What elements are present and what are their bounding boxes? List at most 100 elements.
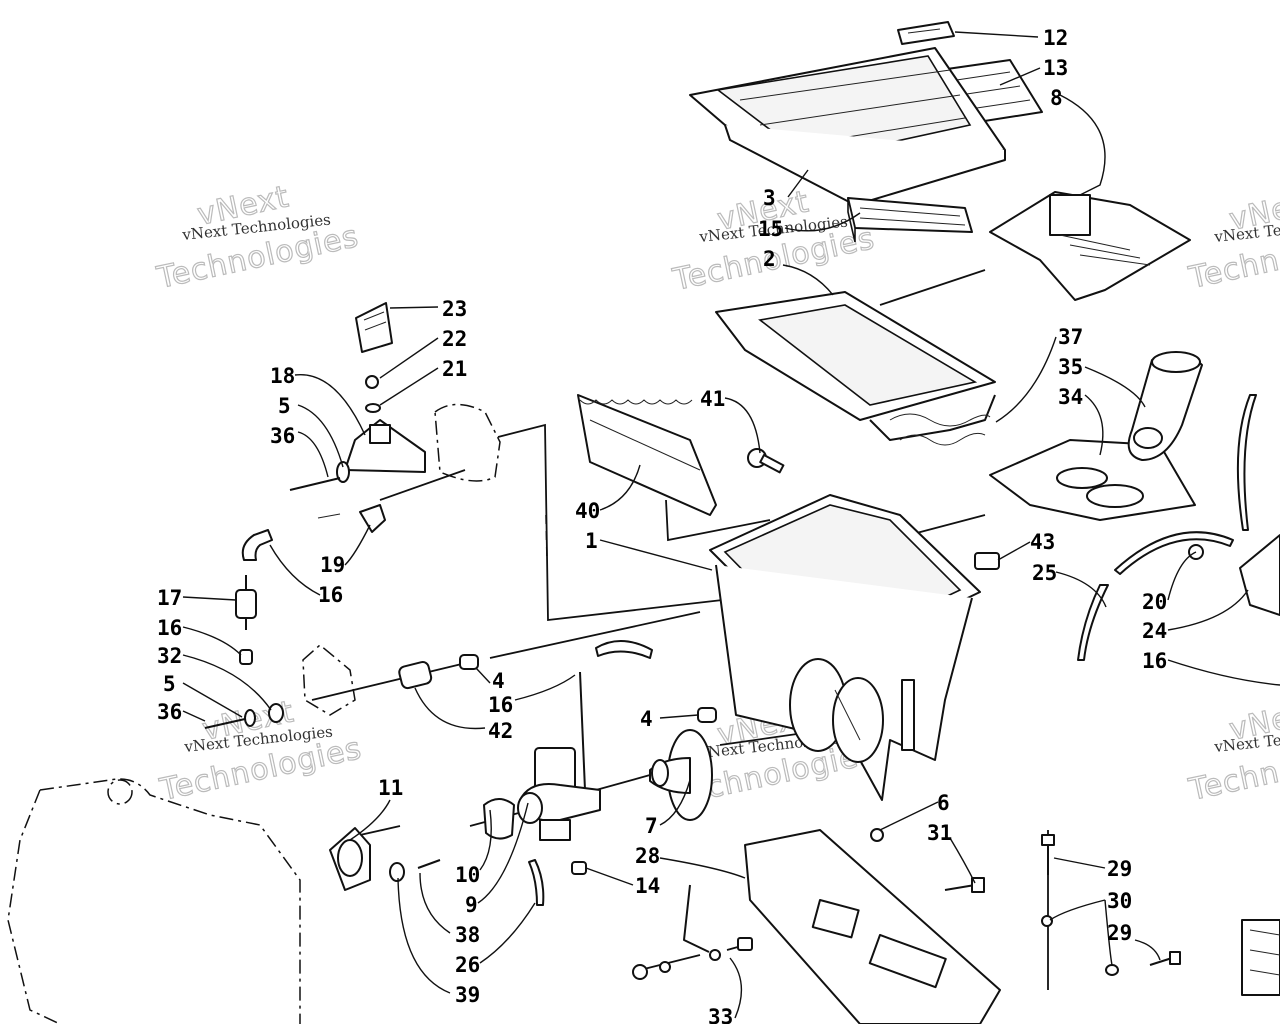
callout-39: 39 — [455, 983, 480, 1007]
part-33-bracket — [632, 884, 753, 980]
watermark-right-upper: vNext vNext Technologies Technologies — [1185, 184, 1280, 297]
callout-41: 41 — [700, 387, 725, 411]
callout-6: 6 — [937, 791, 950, 815]
part-29-bolt-upper — [1041, 834, 1055, 875]
part-filter-right-edge — [1241, 919, 1280, 996]
callout-3: 3 — [763, 186, 776, 210]
callout-14: 14 — [635, 874, 660, 898]
callout-25: 25 — [1032, 561, 1057, 585]
assembly-axis-lines — [311, 269, 1049, 990]
part-35-intake-elbow — [1127, 351, 1203, 461]
callout-32: 32 — [157, 644, 182, 668]
part-31-screw — [944, 877, 985, 893]
callout-13: 13 — [1043, 56, 1068, 80]
part-36-bolt-lower — [204, 718, 246, 729]
callout-18: 18 — [270, 364, 295, 388]
callout-16-mid: 16 — [488, 693, 513, 717]
watermark-left-lower: vNext vNext Technologies Technologies — [156, 694, 366, 809]
part-29-bolt-lower — [1149, 951, 1181, 966]
callout-34: 34 — [1058, 385, 1083, 409]
callout-19: 19 — [320, 553, 345, 577]
callout-16-left: 16 — [157, 616, 182, 640]
part-5-washer-lower — [244, 709, 256, 727]
callout-10: 10 — [455, 863, 480, 887]
part-28-tray — [744, 829, 1001, 1024]
callout-1: 1 — [585, 529, 598, 553]
callout-16-right: 16 — [1142, 649, 1167, 673]
part-39-washer — [389, 862, 405, 882]
part-16-hose-mid — [579, 640, 653, 791]
part-19-fitting — [317, 504, 386, 533]
part-9-carburetor — [517, 747, 601, 841]
callout-4-lower: 4 — [640, 707, 653, 731]
watermark-right-lower: vNext vNext Technologies Technologies — [1185, 694, 1280, 809]
callout-7: 7 — [645, 814, 658, 838]
part-30-nut — [1041, 915, 1053, 927]
callout-23: 23 — [442, 297, 467, 321]
callout-28: 28 — [635, 844, 660, 868]
callout-labels: 12 13 8 3 15 2 23 22 21 18 5 36 37 35 34… — [157, 26, 1167, 1024]
callout-8: 8 — [1050, 86, 1063, 110]
watermark-left-upper: vNext vNext Technologies Technologies — [153, 179, 363, 297]
part-38-bolt — [417, 859, 441, 869]
part-40-seal-strip — [577, 394, 717, 516]
callout-9: 9 — [465, 893, 478, 917]
part-mount-block — [302, 644, 356, 716]
part-12-decal — [897, 21, 955, 45]
callout-4-upper: 4 — [492, 669, 505, 693]
callout-5-lower: 5 — [163, 672, 176, 696]
callout-36-upper: 36 — [270, 424, 295, 448]
part-4-grommet-a — [459, 654, 479, 670]
callout-20: 20 — [1142, 590, 1167, 614]
callout-29-upper: 29 — [1107, 857, 1132, 881]
callout-21: 21 — [442, 357, 467, 381]
callout-2: 2 — [763, 247, 776, 271]
part-10-clamp — [483, 798, 515, 840]
part-11-intake-flange — [329, 827, 371, 891]
callout-5-upper: 5 — [278, 394, 291, 418]
part-7-intake-boot — [649, 729, 713, 821]
callout-43: 43 — [1030, 530, 1055, 554]
part-16-hose-upper — [241, 529, 273, 561]
leader-lines — [182, 31, 1280, 1019]
part-23-decal — [355, 302, 393, 353]
part-18-bracket — [344, 419, 426, 473]
part-25-hose — [1077, 531, 1234, 661]
callout-17: 17 — [157, 586, 182, 610]
part-16-clamp-left — [239, 649, 253, 665]
callout-31: 31 — [927, 821, 952, 845]
callout-33: 33 — [708, 1005, 733, 1024]
part-30-washer — [1105, 964, 1119, 976]
part-32-washer — [268, 703, 284, 723]
part-21-washer — [365, 403, 381, 413]
part-bumper-block — [434, 403, 501, 482]
part-2-intake-plate — [715, 291, 996, 446]
part-41-screw — [747, 448, 785, 474]
callout-38: 38 — [455, 923, 480, 947]
part-16-hose-right — [1236, 394, 1257, 531]
part-1-airbox-body — [709, 494, 981, 801]
part-14-fitting — [571, 861, 587, 875]
callout-29-lower: 29 — [1107, 921, 1132, 945]
part-42-spacer — [398, 661, 433, 690]
callout-36-lower: 36 — [157, 700, 182, 724]
callout-35: 35 — [1058, 355, 1083, 379]
part-6-plug — [870, 828, 884, 842]
part-24-valve — [1239, 534, 1280, 616]
part-22-nut — [365, 375, 379, 389]
callout-22: 22 — [442, 327, 467, 351]
callout-26: 26 — [455, 953, 480, 977]
callout-15: 15 — [758, 217, 783, 241]
callout-12: 12 — [1043, 26, 1068, 50]
callout-40: 40 — [575, 499, 600, 523]
part-37-gasket — [889, 413, 991, 427]
part-26-hose — [528, 859, 545, 906]
callout-42: 42 — [488, 719, 513, 743]
part-17-fuel-filter — [235, 575, 257, 630]
callout-11: 11 — [378, 776, 403, 800]
part-43-plug — [974, 552, 1000, 570]
part-8-deflector — [989, 191, 1191, 301]
engine-outline-phantom — [7, 778, 301, 1024]
part-36-bolt-upper — [289, 477, 341, 491]
